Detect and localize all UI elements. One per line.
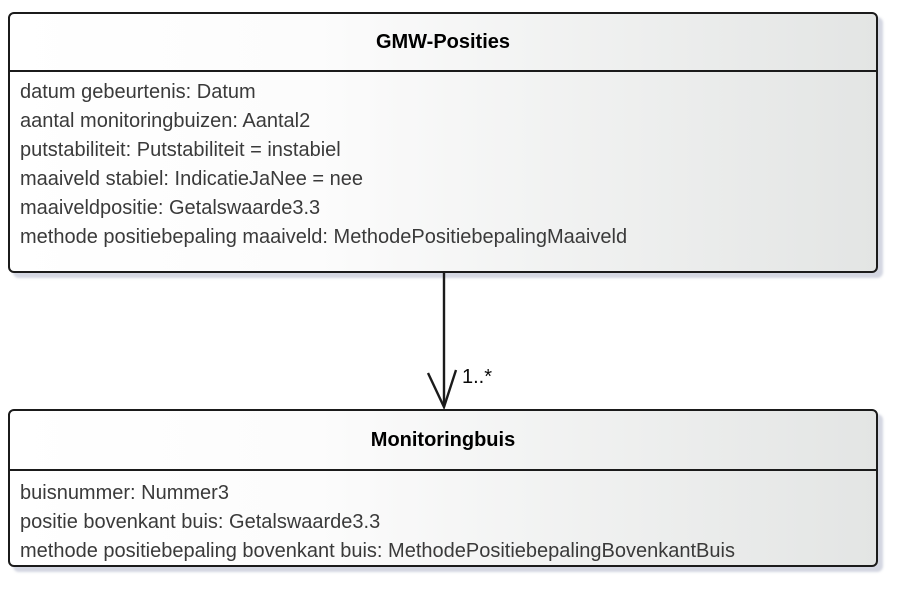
attribute-row: putstabiliteit: Putstabiliteit = instabi…: [20, 139, 341, 161]
attribute-row: datum gebeurtenis: Datum: [20, 81, 256, 103]
attribute-row: methode positiebepaling bovenkant buis: …: [20, 540, 735, 562]
attribute-list-buis: buisnummer: Nummer3 positie bovenkant bu…: [10, 471, 876, 566]
class-box-gmw-posities[interactable]: GMW-Posities datum gebeurtenis: Datum aa…: [8, 12, 878, 273]
attribute-row: aantal monitoringbuizen: Aantal2: [20, 110, 311, 132]
attribute-row: buisnummer: Nummer3: [20, 482, 229, 504]
attribute-row: methode positiebepaling maaiveld: Method…: [20, 226, 628, 248]
class-title-monitoringbuis: Monitoringbuis: [370, 428, 516, 451]
attribute-row: maaiveld stabiel: IndicatieJaNee = nee: [20, 168, 363, 190]
open-arrowhead-icon: [426, 369, 458, 409]
association-arrow[interactable]: [400, 273, 520, 409]
class-box-monitoringbuis[interactable]: Monitoringbuis buisnummer: Nummer3 posit…: [8, 409, 878, 567]
class-title-gmw-posities: GMW-Posities: [375, 30, 511, 53]
multiplicity-label: 1..*: [462, 366, 493, 388]
attribute-row: positie bovenkant buis: Getalswaarde3.3: [20, 511, 381, 533]
attribute-list-gmw: datum gebeurtenis: Datum aantal monitori…: [10, 72, 876, 252]
attribute-row: maaiveldpositie: Getalswaarde3.3: [20, 197, 321, 219]
